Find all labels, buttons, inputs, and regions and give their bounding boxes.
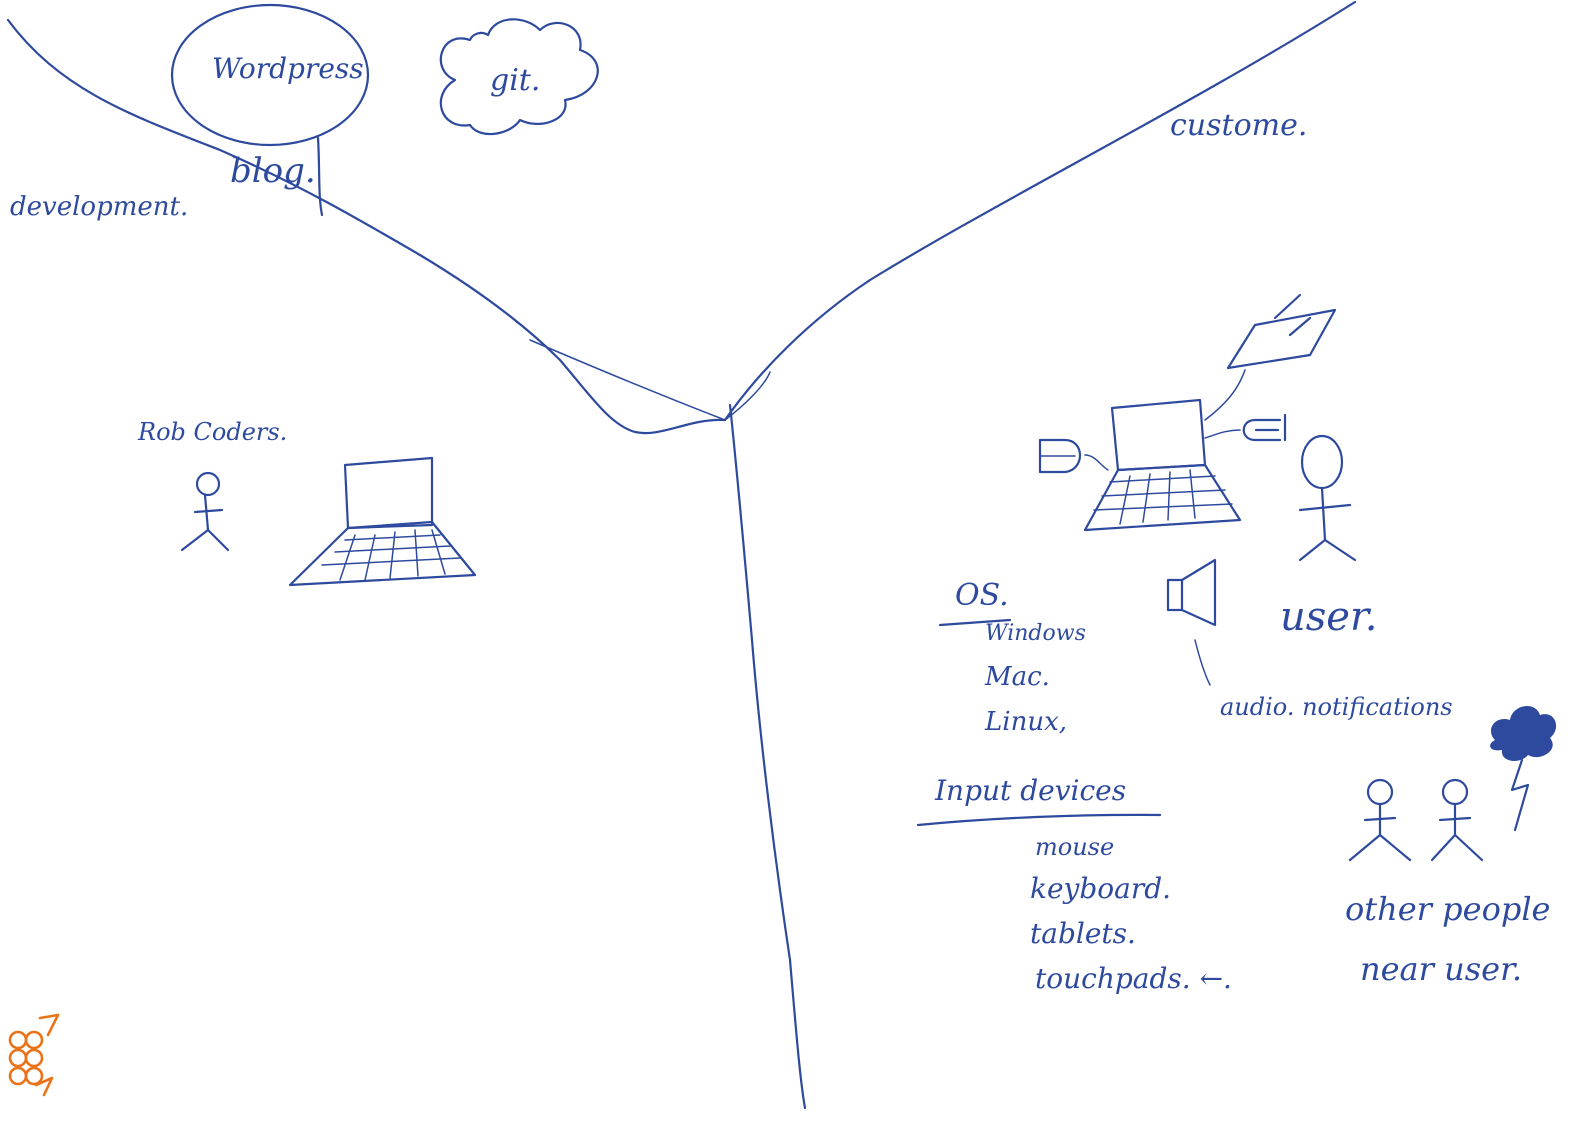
input-item-touchpads: touchpads. ←. xyxy=(1035,962,1232,995)
development-label: development. xyxy=(10,192,188,222)
divider-right-line xyxy=(725,2,1355,420)
wordpress-label: Wordpress xyxy=(212,52,364,85)
customer-laptop-icon xyxy=(1085,400,1240,530)
blog-pointer xyxy=(318,138,322,215)
input-devices-underline xyxy=(918,815,1160,825)
os-heading: OS. xyxy=(955,578,1009,613)
customer-label: custome. xyxy=(1170,108,1307,143)
user-figure-icon xyxy=(1300,436,1355,560)
divider-down-line xyxy=(730,405,805,1108)
input-devices-heading: Input devices xyxy=(934,774,1126,807)
input-item-keyboard: keyboard. xyxy=(1030,872,1171,905)
customer-region: custome. OS. xyxy=(918,108,1556,995)
os-item-mac: Mac. xyxy=(984,662,1050,692)
mouse-icon xyxy=(1040,440,1108,472)
blog-label: blog. xyxy=(230,151,316,191)
user-label: user. xyxy=(1280,594,1377,640)
divider-lines xyxy=(8,2,1355,1108)
other-people-label: other people xyxy=(1345,890,1550,928)
developer-laptop-icon xyxy=(290,458,475,585)
os-item-linux: Linux, xyxy=(984,707,1067,737)
cable-icon xyxy=(1205,415,1285,440)
input-item-mouse: mouse xyxy=(1035,833,1114,861)
storm-cloud-icon xyxy=(1490,706,1556,830)
input-item-tablets: tablets. xyxy=(1030,917,1136,950)
rob-coders-label: Rob Coders. xyxy=(137,418,287,446)
developer-figure-icon xyxy=(182,473,228,550)
other-person-2-icon xyxy=(1432,780,1482,860)
os-item-windows: Windows xyxy=(985,621,1086,646)
audio-notifications-label: audio. notifications xyxy=(1220,693,1453,721)
git-label: git. xyxy=(490,63,540,98)
near-user-label: near user. xyxy=(1360,950,1522,988)
development-region: Wordpress blog. git. development. Rob Co… xyxy=(10,5,598,585)
tablet-icon xyxy=(1205,295,1335,420)
other-person-1-icon xyxy=(1350,780,1410,860)
speaker-icon xyxy=(1168,560,1215,685)
logo-icon xyxy=(10,1015,58,1095)
